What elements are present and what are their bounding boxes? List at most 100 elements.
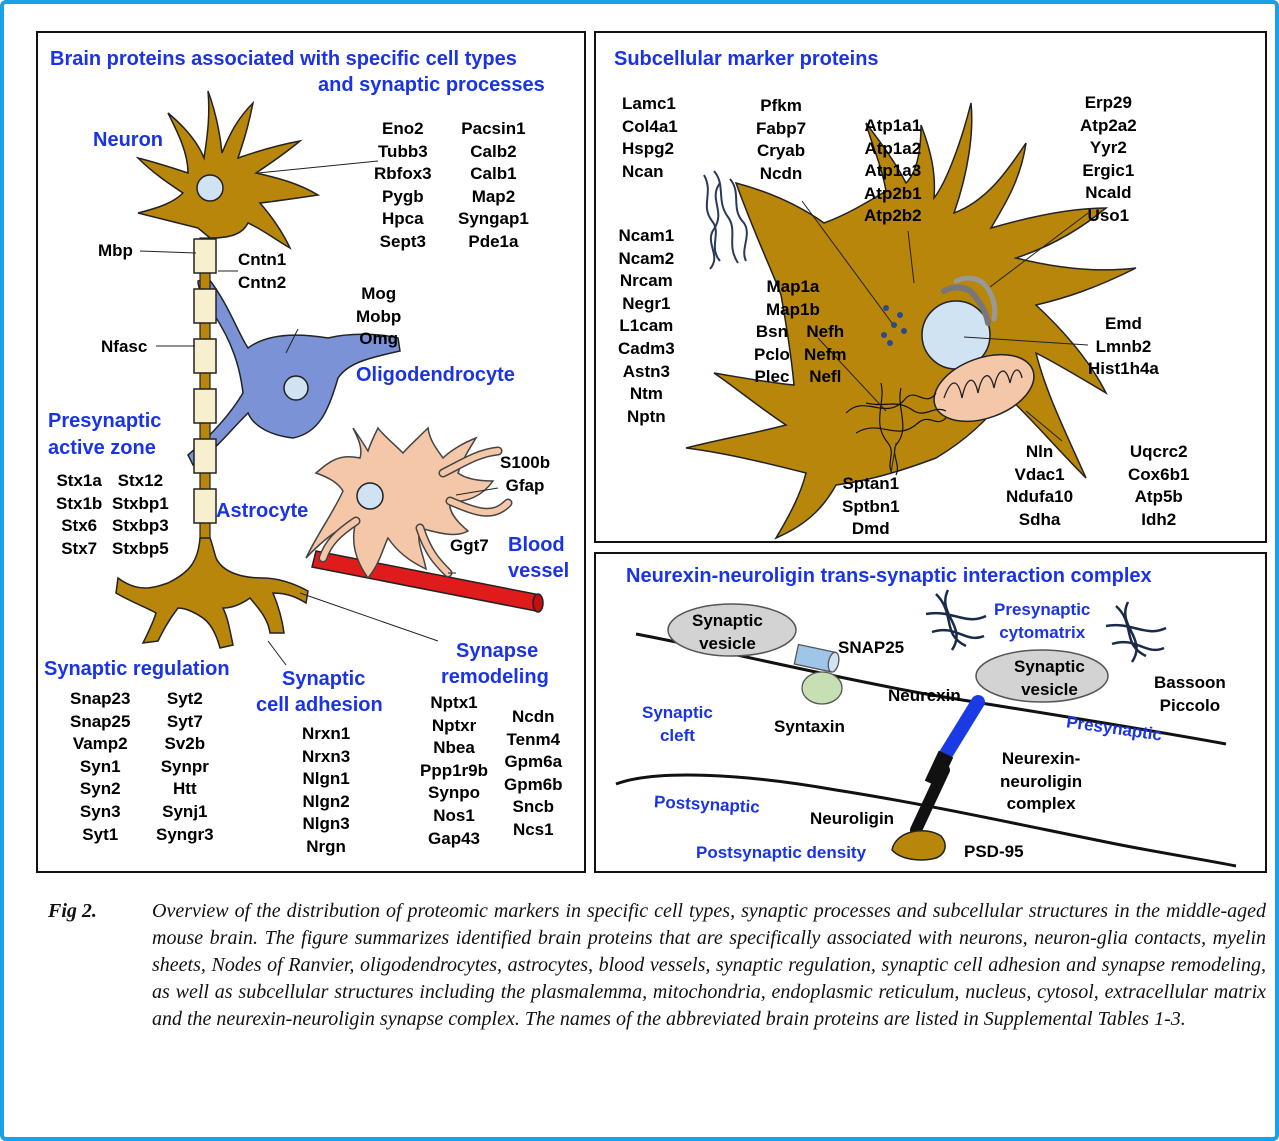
protein-label: Atp1a3 (864, 160, 922, 183)
cell-adhesion-markers: Ncam1 Ncam2 Nrcam Negr1 L1cam Cadm3 Astn… (618, 225, 675, 428)
protein-label: Stx6 (56, 515, 102, 538)
synapse-remodeling-label-1: Synapse (456, 641, 538, 661)
protein-label: Nos1 (420, 805, 488, 828)
ecm-markers: Lamc1 Col4a1 Hspg2 Ncan (622, 93, 678, 183)
protein-label: Mog (356, 283, 401, 306)
protein-label: Bsn (754, 321, 790, 344)
protein-label: Vamp2 (70, 733, 130, 756)
protein-label: Yyr2 (1080, 137, 1137, 160)
protein-label: Ncdn (756, 163, 806, 186)
protein-label: Nptxr (420, 715, 488, 738)
protein-label: Snap25 (70, 711, 130, 734)
neurexin-neuroligin-panel: Neurexin-neuroligin trans-synaptic inter… (594, 552, 1267, 873)
protein-label: Nbea (420, 737, 488, 760)
protein-label: Calb1 (458, 163, 529, 186)
protein-label: Atp2b1 (864, 183, 922, 206)
syntaxin-label: Syntaxin (774, 718, 845, 735)
cytomatrix-markers-col2: Nefh Nefm Nefl (804, 321, 847, 389)
protein-label: Nefh (804, 321, 847, 344)
protein-label: Syn3 (70, 801, 130, 824)
left-panel-title-line2: and synaptic processes (318, 75, 545, 95)
protein-label: Pygb (374, 186, 432, 209)
protein-label: Nefl (804, 366, 847, 389)
protein-label: Calb2 (458, 141, 529, 164)
neuron-label: Neuron (93, 130, 163, 150)
label-line: cleft (642, 725, 713, 748)
label-line: vesicle (1014, 679, 1085, 702)
psd95-label: PSD-95 (964, 843, 1024, 860)
synaptic-cell-adhesion-label-2: cell adhesion (256, 695, 383, 715)
label-line: Neurexin- (1000, 748, 1082, 771)
protein-label: Pde1a (458, 231, 529, 254)
synaptic-regulation-col2: Syt2 Syt7 Sv2b Synpr Htt Synj1 Syngr3 (156, 688, 214, 846)
protein-label: Pfkm (756, 95, 806, 118)
protein-label: Nln (1006, 441, 1073, 464)
nfasc-label: Nfasc (101, 338, 147, 355)
synaptic-regulation-label: Synaptic regulation (44, 659, 230, 679)
caption-text: Overview of the distribution of proteomi… (152, 898, 1266, 1033)
mitochondria-markers-col1: Nln Vdac1 Ndufa10 Sdha (1006, 441, 1073, 531)
protein-label: Map1a (766, 276, 820, 299)
protein-label: Ncdn (504, 706, 563, 729)
mitochondria-markers-col2: Uqcrc2 Cox6b1 Atp5b Idh2 (1128, 441, 1189, 531)
protein-label: Gpm6b (504, 774, 563, 797)
protein-label: Synj1 (156, 801, 214, 824)
label-line: neuroligin (1000, 771, 1082, 794)
cntn-markers: Cntn1 Cntn2 (238, 249, 286, 294)
label-line: Synaptic (1014, 656, 1085, 679)
protein-label: Synpr (156, 756, 214, 779)
protein-label: Sptan1 (842, 473, 900, 496)
protein-label: Syt1 (70, 824, 130, 847)
protein-label: Stx7 (56, 538, 102, 561)
protein-label: Map1b (766, 299, 820, 322)
protein-label: Mobp (356, 306, 401, 329)
protein-label: Syngr3 (156, 824, 214, 847)
protein-label: Tenm4 (504, 729, 563, 752)
nucleus-markers: Emd Lmnb2 Hist1h4a (1088, 313, 1159, 381)
label-line: Piccolo (1154, 695, 1226, 718)
protein-label: Emd (1088, 313, 1159, 336)
protein-label: Syngap1 (458, 208, 529, 231)
er-markers: Erp29 Atp2a2 Yyr2 Ergic1 Ncald Uso1 (1080, 92, 1137, 228)
protein-label: Ntm (618, 383, 675, 406)
oligodendrocyte-label: Oligodendrocyte (356, 365, 515, 385)
neuroligin-label: Neuroligin (810, 810, 894, 827)
left-panel-title-line1: Brain proteins associated with specific … (50, 49, 517, 69)
protein-label: Cntn1 (238, 249, 286, 272)
protein-label: Omg (356, 328, 401, 351)
neurexin-panel-title: Neurexin-neuroligin trans-synaptic inter… (626, 566, 1152, 586)
protein-label: Nptx1 (420, 692, 488, 715)
protein-label: Stxbp1 (112, 493, 169, 516)
protein-label: Negr1 (618, 293, 675, 316)
synapse-remodeling-label-2: remodeling (441, 667, 549, 687)
protein-label: Col4a1 (622, 116, 678, 139)
protein-label: Syt2 (156, 688, 214, 711)
synaptic-cell-adhesion-label-1: Synaptic (282, 669, 365, 689)
protein-label: Atp2a2 (1080, 115, 1137, 138)
protein-label: Ncam1 (618, 225, 675, 248)
synapse-remodeling-col2: Ncdn Tenm4 Gpm6a Gpm6b Sncb Ncs1 (504, 706, 563, 842)
protein-label: Vdac1 (1006, 464, 1073, 487)
postsynaptic-density-label: Postsynaptic density (696, 844, 866, 861)
map-markers: Map1a Map1b (766, 276, 820, 321)
protein-label: S100b (500, 452, 550, 475)
syntaxin-protein (802, 672, 842, 704)
synaptic-vesicle-2-label: Synaptic vesicle (1014, 656, 1085, 701)
protein-label: Eno2 (374, 118, 432, 141)
blood-vessel-label-2: vessel (508, 561, 569, 581)
bassoon-piccolo-label: Bassoon Piccolo (1154, 672, 1226, 717)
protein-label: Htt (156, 778, 214, 801)
protein-label: Astn3 (618, 361, 675, 384)
protein-label: Idh2 (1128, 509, 1189, 532)
astrocyte-markers: S100b Gfap (500, 452, 550, 497)
protein-label: Plec (754, 366, 790, 389)
oligodendrocyte-markers: Mog Mobp Omg (356, 283, 401, 351)
neuron-markers-col1: Eno2 Tubb3 Rbfox3 Pygb Hpca Sept3 (374, 118, 432, 254)
blood-vessel-label-1: Blood (508, 535, 565, 555)
cytomatrix-markers-col1: Bsn Pclo Plec (754, 321, 790, 389)
label-line: cytomatrix (994, 622, 1090, 645)
protein-label: Nlgn1 (302, 768, 350, 791)
cytosol-markers: Pfkm Fabp7 Cryab Ncdn (756, 95, 806, 185)
protein-label: Nrxn1 (302, 723, 350, 746)
protein-label: Cadm3 (618, 338, 675, 361)
